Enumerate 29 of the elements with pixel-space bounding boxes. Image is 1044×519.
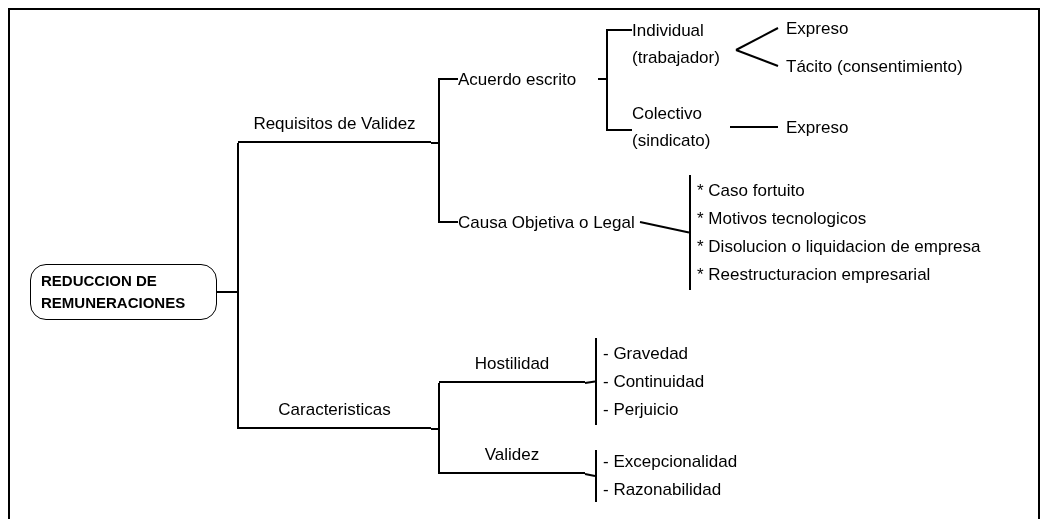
branch-label: Colectivo (sindicato) — [632, 103, 712, 152]
branch-label: Individual (trabajador) — [632, 20, 721, 69]
branch-label: Expreso — [786, 116, 850, 139]
underlined-branch-label: Validez — [439, 443, 585, 474]
connector-line — [735, 49, 779, 67]
connector-line — [597, 78, 633, 131]
underlined-branch-label: Hostilidad — [439, 350, 585, 383]
list-item: - Excepcionalidad — [603, 451, 739, 473]
branch-label: Tácito (consentimiento) — [786, 55, 964, 78]
list-item: * Motivos tecnologicos — [697, 207, 868, 230]
list-item: - Continuidad — [603, 370, 706, 393]
connector-line — [584, 473, 596, 477]
list-item: - Perjuicio — [603, 398, 680, 421]
list-item: * Disolucion o liquidacion de empresa — [697, 235, 982, 258]
rounded-box: REDUCCION DE REMUNERACIONES — [30, 264, 217, 320]
branch-label: Expreso — [786, 17, 850, 40]
connector-line — [735, 27, 779, 51]
connector-line — [639, 221, 690, 234]
underlined-branch-label: Caracteristicas — [238, 400, 431, 429]
connector-line — [729, 126, 779, 128]
underlined-branch-label: Requisitos de Validez — [238, 85, 431, 143]
branch-label: Acuerdo escrito — [458, 68, 578, 91]
list-item: - Gravedad — [603, 342, 690, 365]
list-item: - Razonabilidad — [603, 479, 723, 501]
branch-label: Causa Objetiva o Legal — [458, 211, 636, 234]
list-item: * Reestructuracion empresarial — [697, 263, 932, 286]
list-item: * Caso fortuito — [697, 179, 806, 202]
connector-line — [216, 291, 239, 430]
connector-line — [584, 380, 596, 384]
